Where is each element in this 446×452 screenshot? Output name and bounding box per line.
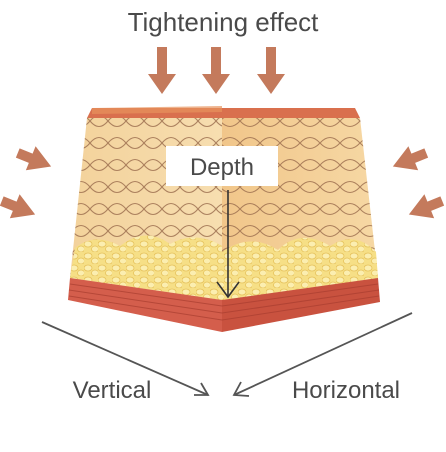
right-arrow-icon xyxy=(0,194,36,219)
vertical-label: Vertical xyxy=(73,377,152,404)
depth-arrow-icon xyxy=(216,190,240,299)
down-arrow-icon xyxy=(148,47,176,94)
vertical-arrow xyxy=(41,321,210,396)
top-arrows xyxy=(148,47,285,94)
muscle-layer-left xyxy=(68,278,222,332)
right-arrows xyxy=(392,146,445,219)
down-arrow-icon xyxy=(202,47,230,94)
left-arrow-icon xyxy=(392,146,429,171)
left-arrows xyxy=(0,146,52,219)
horizontal-label: Horizontal xyxy=(292,377,400,404)
muscle-layer-right xyxy=(222,278,380,332)
horizontal-arrow xyxy=(232,312,413,397)
left-arrow-icon xyxy=(408,194,445,219)
depth-label-box xyxy=(166,146,278,186)
down-arrow-icon xyxy=(257,47,285,94)
title-label: Tightening effect xyxy=(128,7,320,37)
skin-block xyxy=(68,106,380,332)
right-arrow-icon xyxy=(15,146,52,171)
depth-label: Depth xyxy=(190,154,254,181)
